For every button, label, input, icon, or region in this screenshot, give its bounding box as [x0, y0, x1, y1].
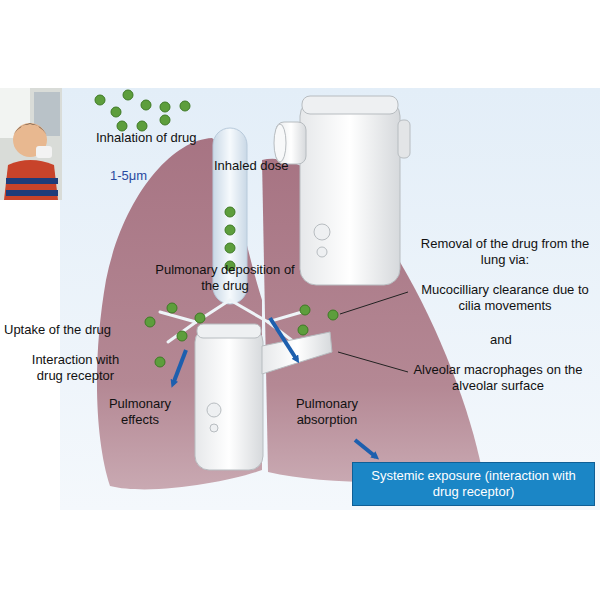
drug-particles — [225, 225, 235, 235]
trachea — [213, 128, 247, 304]
drug-particles — [155, 357, 165, 367]
result-box: Systemic exposure (interaction with drug… — [352, 462, 595, 506]
child-photo — [0, 88, 62, 200]
macrophage-label: Alveolar macrophages on the alveolar sur… — [412, 362, 584, 394]
flow-arrow — [173, 318, 376, 457]
nebulizer-device — [302, 96, 398, 114]
bronchi — [160, 300, 230, 322]
child-photo — [36, 146, 52, 158]
absorption-label: Pulmonary absorption — [282, 396, 372, 428]
box-text: Systemic exposure (interaction with drug… — [361, 468, 586, 500]
drug-particles — [123, 90, 133, 100]
uptake-label: Uptake of the drug — [4, 322, 111, 338]
deposition-label: Pulmonary deposition of the drug — [150, 262, 300, 294]
inhalation-label: Inhalation of drug — [96, 130, 196, 146]
dose-label: Inhaled dose — [214, 158, 288, 174]
nebulizer-device — [195, 328, 263, 470]
nebulizer-device — [207, 403, 221, 417]
leader-line — [338, 352, 408, 372]
nebulizer-device — [274, 124, 286, 162]
drug-particles — [195, 313, 205, 323]
bronchi — [168, 322, 196, 342]
background-panel — [60, 88, 600, 510]
drug-particles — [160, 115, 170, 125]
clearance-label: Mucocilliary clearance due to cilia move… — [412, 282, 598, 314]
interaction-label: Interaction with drug receptor — [18, 352, 133, 384]
drug-particles — [300, 305, 310, 315]
drug-particles — [328, 310, 338, 320]
drug-particles — [137, 121, 147, 131]
child-photo — [13, 124, 47, 136]
child-photo — [6, 178, 58, 184]
flow-arrow — [270, 318, 297, 360]
nebulizer-device — [210, 424, 218, 432]
flow-arrow — [355, 440, 376, 457]
child-photo — [0, 88, 62, 200]
drug-particles — [117, 121, 127, 131]
nebulizer-device — [398, 120, 410, 158]
drug-particles — [141, 100, 151, 110]
nebulizer-device — [317, 247, 327, 257]
effects-label: Pulmonary effects — [100, 396, 180, 428]
drug-particles — [95, 95, 105, 105]
flow-arrow — [173, 350, 186, 384]
drug-particles — [177, 331, 187, 341]
leader-line — [340, 292, 408, 314]
particle-size: 1-5μm — [110, 168, 147, 184]
bronchi — [230, 300, 302, 322]
nebulizer-device — [197, 324, 261, 338]
nebulizer-device — [314, 224, 330, 240]
drug-particles — [167, 303, 177, 313]
nebulizer-device — [262, 332, 332, 374]
drug-particles — [225, 207, 235, 217]
drug-particles — [111, 107, 121, 117]
nebulizer-device — [274, 96, 410, 285]
drug-particles — [298, 325, 308, 335]
drug-particles — [145, 317, 155, 327]
removal-heading: Removal of the drug from the lung via: — [412, 236, 598, 268]
drug-particles — [180, 101, 190, 111]
drug-particles — [225, 243, 235, 253]
child-photo — [6, 190, 58, 196]
nebulizer-device — [300, 100, 400, 285]
child-photo — [4, 160, 58, 200]
conjunction-label: and — [490, 332, 512, 348]
leader-line — [338, 292, 408, 372]
drug-particles — [160, 102, 170, 112]
